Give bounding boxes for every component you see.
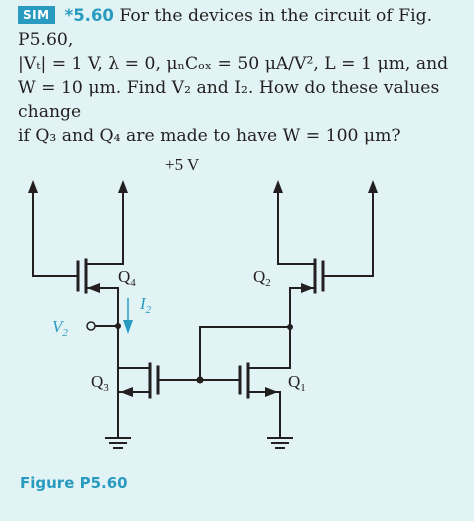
supply-voltage-label: +5 V bbox=[165, 155, 200, 174]
ground-icon bbox=[267, 419, 293, 449]
problem-text-line-4: if Q₃ and Q₄ are made to have W = 100 μm… bbox=[18, 126, 401, 146]
q4-label: Q4 bbox=[118, 267, 136, 289]
q1-source-arrow-icon bbox=[265, 387, 278, 397]
q2-source-arrow-icon bbox=[301, 283, 314, 293]
junction-dot bbox=[196, 376, 204, 384]
supply-arrow-icon bbox=[28, 180, 38, 193]
transistor-q3 bbox=[117, 362, 160, 421]
current-arrow-icon bbox=[123, 298, 133, 334]
problem-statement: SIM *5.60 For the devices in the circuit … bbox=[18, 4, 470, 148]
junction-dot bbox=[287, 324, 293, 330]
sim-badge: SIM bbox=[18, 6, 55, 24]
diode-connection-wire bbox=[199, 326, 291, 381]
problem-line-1: SIM *5.60 For the devices in the circuit … bbox=[18, 4, 470, 52]
figure-caption: Figure P5.60 bbox=[20, 474, 128, 492]
i2-label: I2 bbox=[139, 294, 152, 316]
transistor-q4 bbox=[32, 189, 124, 396]
q2-label: Q2 bbox=[253, 267, 271, 289]
q1-label: Q1 bbox=[288, 372, 306, 394]
v2-label: V2 bbox=[52, 317, 68, 339]
transistor-q1 bbox=[238, 361, 291, 421]
problem-number: *5.60 bbox=[64, 6, 114, 25]
supply-arrow-icon bbox=[118, 180, 128, 193]
problem-text-line-2: |Vₜ| = 1 V, λ = 0, μₙCₒₓ = 50 μA/V², L =… bbox=[18, 54, 449, 74]
junction-dot bbox=[115, 323, 121, 329]
v2-terminal-icon bbox=[86, 321, 96, 331]
transistor-q2 bbox=[277, 189, 374, 363]
problem-text-line-1: For the devices in the circuit of Fig. P… bbox=[18, 6, 433, 50]
ground-icon bbox=[105, 419, 131, 449]
supply-arrow-icon bbox=[273, 180, 283, 193]
q4-source-arrow-icon bbox=[87, 283, 100, 293]
supply-arrow-icon bbox=[368, 180, 378, 193]
q3-source-arrow-icon bbox=[120, 387, 133, 397]
problem-text-line-3: W = 10 μm. Find V₂ and I₂. How do these … bbox=[18, 78, 440, 122]
q3-label: Q3 bbox=[91, 372, 109, 394]
